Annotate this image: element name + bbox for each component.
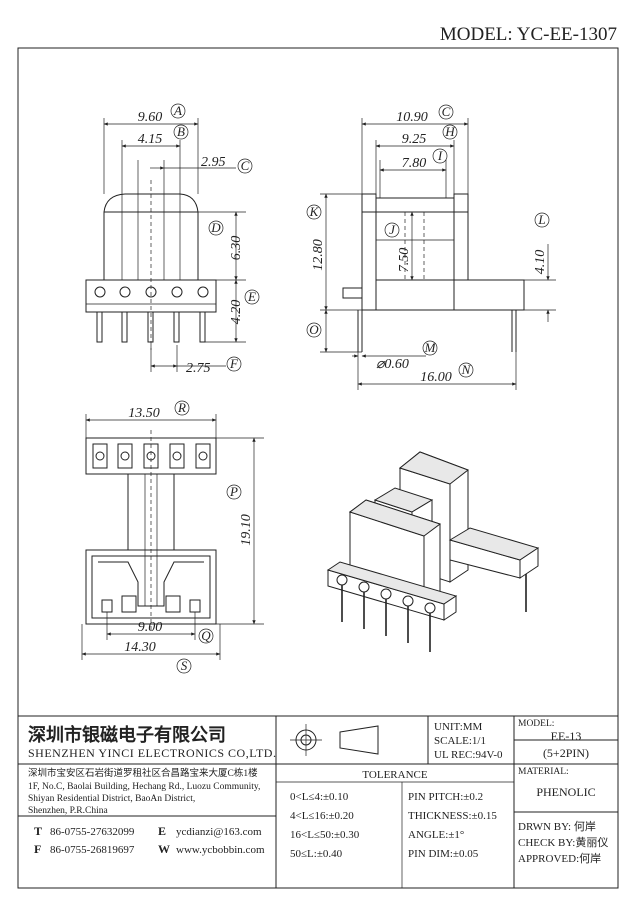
tolerance-title: TOLERANCE: [362, 769, 427, 781]
approved-by: APPROVED:何岸: [518, 852, 601, 865]
dim-s: 14.30: [124, 640, 156, 655]
label-k: K: [309, 204, 320, 219]
label-h: H: [444, 124, 455, 139]
tolerance-pin-dim: PIN DIM:±0.05: [408, 848, 479, 860]
taper-symbol: [339, 725, 379, 755]
checked-by: CHECK BY:黄丽仪: [518, 835, 608, 849]
title-block: 深圳市银磁电子有限公司 SHENZHEN YINCI ELECTRONICS C…: [18, 715, 618, 888]
label-o: O: [309, 322, 319, 337]
dim-f: 2.75: [186, 361, 211, 376]
spec-model-value: EE-13: [551, 729, 582, 743]
dim-p: 19.10: [239, 514, 254, 546]
dim-b: 4.15: [138, 132, 163, 147]
side-view: 10.90 C 9.25 H 7.80 I 12.80 K 7.50 J 4.1: [306, 104, 556, 390]
spec-model-label: MODEL:: [518, 719, 554, 729]
label-c-front: C: [241, 158, 250, 173]
dim-c-front: 2.95: [201, 155, 226, 170]
bottom-view: 13.50 R 19.10 P 9.00 Q 14.30 S: [81, 400, 264, 674]
web-value: www.ycbobbin.com: [176, 844, 265, 856]
label-f: F: [229, 356, 239, 371]
dim-k: 12.80: [311, 239, 326, 271]
fax-prefix: F: [34, 842, 41, 856]
label-i: I: [437, 148, 443, 163]
label-s: S: [181, 658, 188, 673]
tolerance-pin-pitch: PIN PITCH:±0.2: [408, 791, 483, 803]
company-name-cn: 深圳市银磁电子有限公司: [28, 724, 226, 745]
dim-m: ⌀0.60: [376, 357, 409, 372]
tolerance-range-4: 50≤L:±0.40: [290, 848, 343, 860]
label-e: E: [247, 289, 256, 304]
address-cn: 深圳市宝安区石岩街道罗租社区合昌路宝来大厦C栋1楼: [28, 767, 258, 779]
email-value: ycdianzi@163.com: [176, 826, 262, 838]
label-m: M: [424, 340, 437, 355]
tel-prefix: T: [34, 824, 42, 838]
address-en-2: Shiyan Residential District, BaoAn Distr…: [28, 794, 195, 804]
drawing-frame: [17, 47, 619, 889]
dim-e: 4.20: [229, 300, 244, 325]
tolerance-range-3: 16<L≤50:±0.30: [290, 829, 360, 841]
drawn-by: DRWN BY: 何岸: [518, 820, 596, 833]
address-en-1: 1F, No.C, Baolai Building, Hechang Rd., …: [28, 782, 260, 792]
dim-i: 7.80: [402, 156, 427, 171]
model-header: MODEL: YC-EE-1307: [440, 24, 617, 45]
spec-ul: UL REC:94V-0: [434, 749, 503, 761]
label-n: N: [461, 362, 472, 377]
isometric-view: [326, 451, 540, 652]
address-en-3: Shenzhen, P.R.China: [28, 806, 108, 816]
spec-material-label: MATERIAL:: [518, 767, 569, 777]
label-c-side: C: [442, 104, 451, 119]
tel-value: 86-0755-27632099: [50, 826, 135, 838]
label-r: R: [177, 400, 186, 415]
label-d: D: [210, 220, 221, 235]
spec-scale: SCALE:1/1: [434, 735, 486, 747]
dim-h: 9.25: [402, 132, 427, 147]
dim-r: 13.50: [128, 406, 160, 421]
label-a: A: [173, 103, 182, 118]
dim-l: 4.10: [533, 250, 548, 275]
tolerance-thickness: THICKNESS:±0.15: [408, 810, 497, 822]
spec-material-value: PHENOLIC: [536, 785, 595, 799]
email-prefix: E: [158, 824, 166, 838]
spec-unit: UNIT:MM: [434, 721, 483, 733]
dim-a: 9.60: [138, 110, 163, 125]
tolerance-range-1: 0<L≤4:±0.10: [290, 791, 349, 803]
dim-j: 7.50: [397, 248, 412, 273]
company-name-en: SHENZHEN YINCI ELECTRONICS CO,LTD.: [28, 746, 276, 760]
spec-pins: (5+2PIN): [543, 746, 589, 760]
tolerance-range-2: 4<L≤16:±0.20: [290, 810, 354, 822]
web-prefix: W: [158, 842, 170, 856]
tolerance-angle: ANGLE:±1°: [408, 829, 464, 841]
dim-q: 9.00: [138, 620, 163, 635]
label-b: B: [177, 124, 185, 139]
dim-c-side: 10.90: [396, 110, 428, 125]
label-j: J: [389, 222, 396, 237]
fax-value: 86-0755-26819697: [50, 844, 135, 856]
front-view: 9.60 A 4.15 B 2.95 C 6.30 D 4.20 E: [85, 103, 260, 376]
label-p: P: [229, 484, 238, 499]
dim-n: 16.00: [420, 370, 452, 385]
label-l: L: [537, 212, 545, 227]
label-q: Q: [201, 628, 211, 643]
dim-d: 6.30: [229, 236, 244, 261]
